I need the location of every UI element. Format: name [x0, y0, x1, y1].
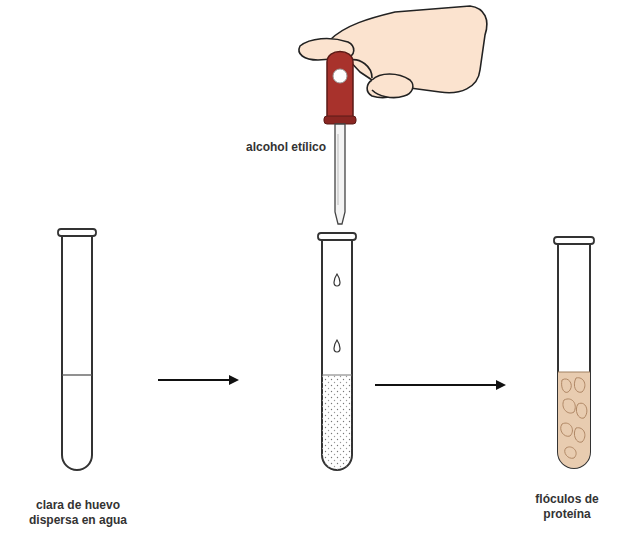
dropper — [324, 52, 356, 225]
tube-label: alcohol etílico — [245, 140, 327, 155]
tube-node: alcohol etílico — [245, 140, 363, 475]
process-arrow — [375, 384, 504, 386]
test-tube — [58, 229, 96, 470]
test-tube — [554, 237, 594, 472]
tube-node: flóculos de proteína — [512, 236, 622, 522]
tube-node: clara de huevo dispersa en agua — [10, 228, 146, 528]
process-arrow — [158, 379, 237, 381]
test-tube — [318, 233, 358, 475]
tube-label: clara de huevo dispersa en agua — [10, 498, 146, 528]
tube-label: flóculos de proteína — [512, 492, 622, 522]
